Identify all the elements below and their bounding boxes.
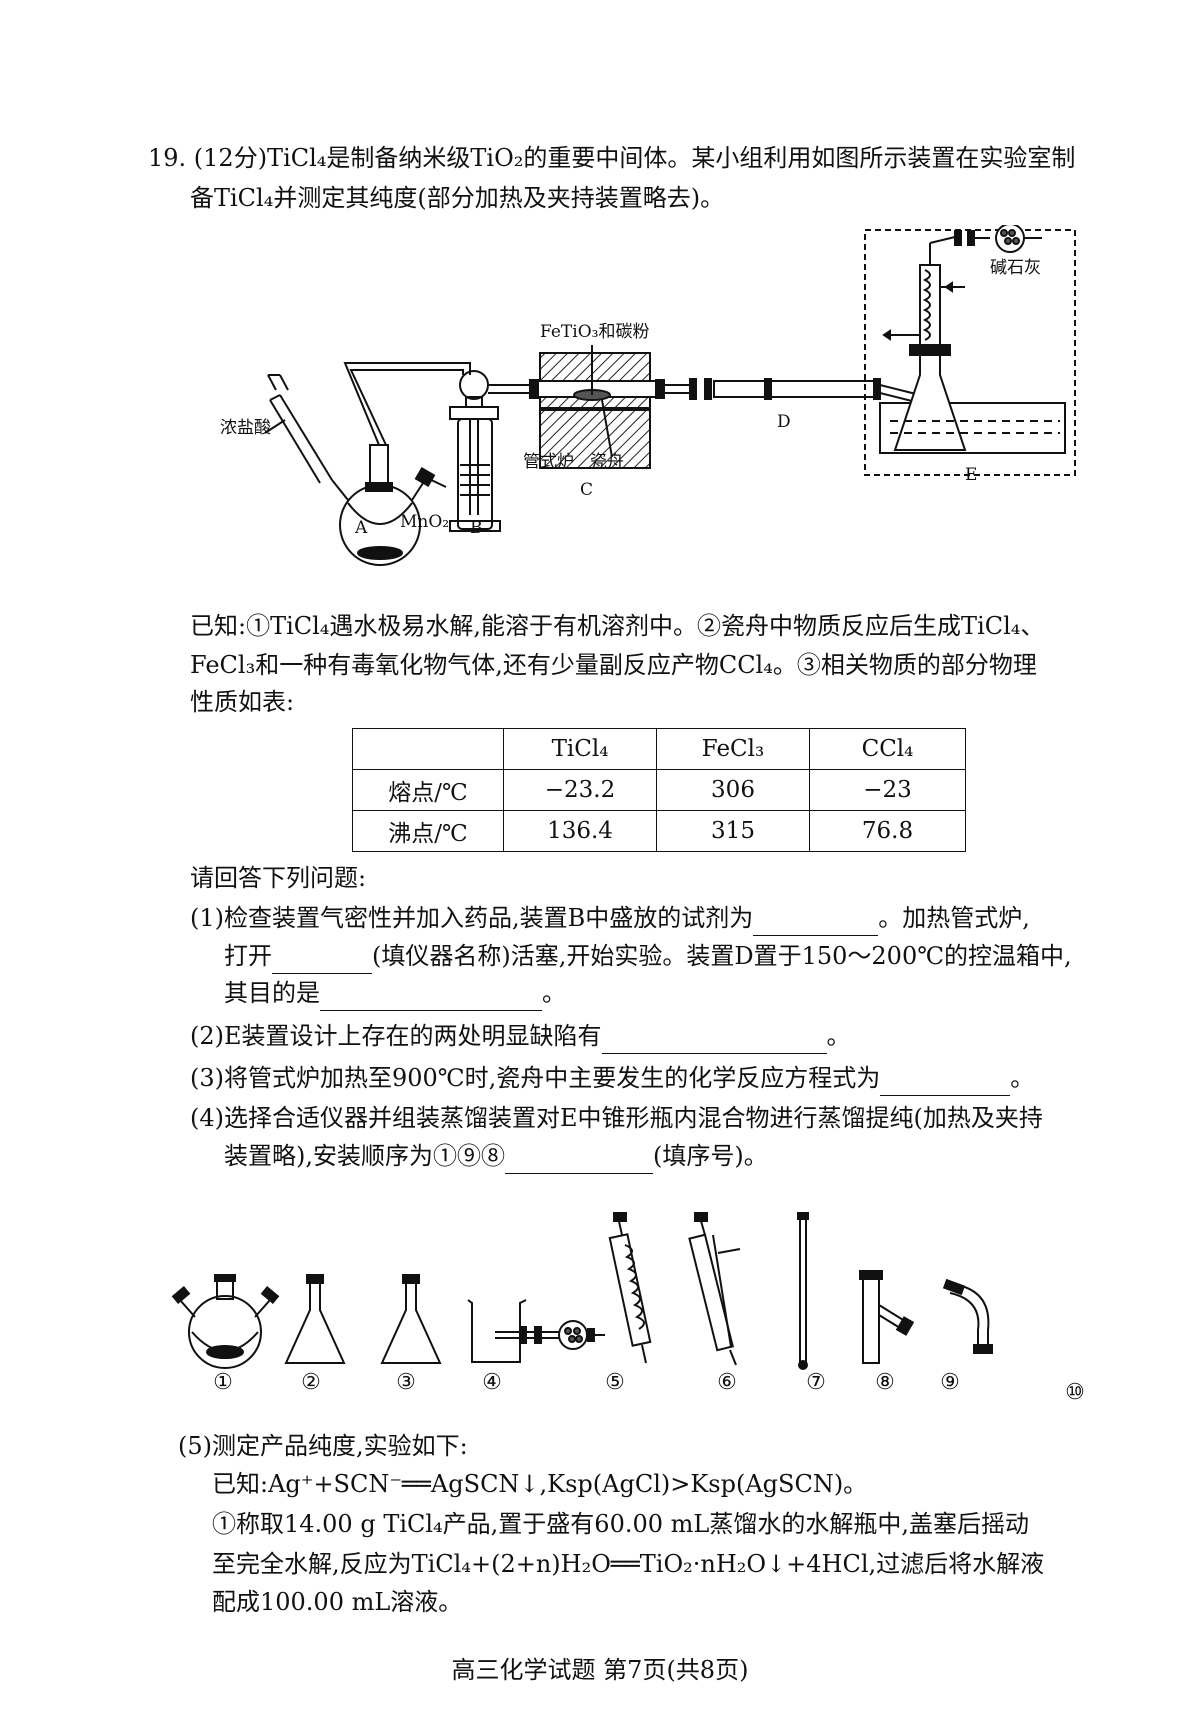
q3-text-b: 。 [1010, 1064, 1035, 1092]
questions-intro: 请回答下列问题: [190, 864, 367, 892]
q4-line1: (4)选择合适仪器并组装蒸馏装置对E中锥形瓶内混合物进行蒸馏提纯(加热及夹持 [190, 1104, 1043, 1132]
apparatus-diagram: 浓盐酸 MnO₂ A B FeTiO₃和碳粉 管式炉 瓷舟 C D 碱石灰 E [220, 225, 1076, 566]
label-b: B [470, 518, 483, 538]
q2-line: (2)E装置设计上存在的两处明显缺陷有 。 [190, 1018, 851, 1054]
instrument-number: ⑧ [875, 1370, 895, 1395]
instrument-number: ⑥ [717, 1370, 737, 1395]
table-header-cell: CCl₄ [809, 728, 966, 770]
q1-text-a: (1)检查装置气密性并加入药品,装置B中盛放的试剂为 [190, 904, 754, 932]
instrument-number: ③ [396, 1370, 416, 1395]
q1-text-f: 。 [542, 979, 566, 1007]
q1-line3: 其目的是 。 [224, 975, 566, 1011]
answer-blank [601, 1027, 827, 1054]
instrument-number: ⑤ [605, 1370, 625, 1395]
table-row: 熔点/℃ −23.2 306 −23 [352, 769, 966, 811]
q1-line1: (1)检查装置气密性并加入药品,装置B中盛放的试剂为 。加热管式炉, [190, 900, 1030, 936]
label-d: D [777, 412, 791, 432]
coil-condenser-icon [608, 1212, 652, 1364]
conical-flask-icon [380, 1274, 442, 1364]
q4-text-b: 装置略),安装顺序为①⑨⑧ [224, 1142, 505, 1170]
q2-text-a: (2)E装置设计上存在的两处明显缺陷有 [190, 1022, 602, 1050]
bottle-b-icon [449, 370, 538, 532]
q19-line1: 19. (12分)TiCl₄是制备纳米级TiO₂的重要中间体。某小组利用如图所示… [148, 144, 1076, 172]
straight-condenser-icon [688, 1212, 741, 1366]
instrument-number: ④ [482, 1370, 502, 1395]
q3-line: (3)将管式炉加热至900℃时,瓷舟中主要发生的化学反应方程式为 。 [190, 1060, 1034, 1096]
q3-text-a: (3)将管式炉加热至900℃时,瓷舟中主要发生的化学反应方程式为 [190, 1064, 881, 1092]
q5-known: 已知:Ag⁺+SCN⁻══AgSCN↓,Ksp(AgCl)>Ksp(AgSCN)… [212, 1470, 868, 1498]
table-cell: 136.4 [503, 810, 657, 852]
table-row: 沸点/℃ 136.4 315 76.8 [352, 810, 966, 852]
collection-e-icon [864, 225, 1076, 476]
answer-blank [880, 1069, 1011, 1096]
q5-step1-line1: ①称取14.00 g TiCl₄产品,置于盛有60.00 mL蒸馏水的水解瓶中,… [212, 1510, 1029, 1538]
instruments-diagram [171, 1212, 993, 1370]
label-hcl: 浓盐酸 [220, 418, 271, 438]
instrument-number: ② [301, 1370, 321, 1395]
label-c: C [580, 480, 593, 500]
distillation-head-icon [859, 1270, 915, 1364]
tube-furnace-icon [529, 345, 665, 469]
label-e: E [965, 465, 977, 485]
known-line3: 性质如表: [190, 688, 295, 716]
answer-blank [272, 947, 372, 974]
known-line1: 已知:①TiCl₄遇水极易水解,能溶于有机溶剂中。②瓷舟中物质反应后生成TiCl… [190, 612, 1045, 640]
q19-line2: 备TiCl₄并测定其纯度(部分加热及夹持装置略去)。 [190, 184, 725, 212]
row-label: 熔点/℃ [352, 769, 504, 811]
instrument-number: ① [213, 1370, 233, 1395]
conical-flask-icon [284, 1274, 346, 1364]
beaker-icon [467, 1299, 527, 1363]
table-header-cell: FeCl₃ [656, 728, 810, 770]
q4-line2: 装置略),安装顺序为①⑨⑧ (填序号)。 [224, 1138, 768, 1174]
instrument-number: ⑦ [806, 1370, 826, 1395]
q2-text-b: 。 [826, 1022, 851, 1050]
answer-blank [753, 909, 879, 936]
label-furnace: 管式炉 [523, 452, 574, 472]
label-soda-lime: 碱石灰 [990, 258, 1041, 278]
table-header-cell: TiCl₄ [503, 728, 657, 770]
adapter-icon [942, 1278, 993, 1354]
table-header-row: TiCl₄ FeCl₃ CCl₄ [352, 728, 966, 770]
q1-text-c: 打开 [224, 942, 272, 970]
table-cell: 315 [656, 810, 810, 852]
tube-d-icon [664, 378, 921, 404]
three-neck-flask-icon [171, 1274, 280, 1369]
known-line2: FeCl₃和一种有毒氧化物气体,还有少量副反应产物CCl₄。③相关物质的部分物理 [190, 651, 1037, 679]
q5-step1-line2: 至完全水解,反应为TiCl₄+(2+n)H₂O══TiO₂·nH₂O↓+4HCl… [212, 1550, 1045, 1578]
row-label: 沸点/℃ [352, 810, 504, 852]
label-boat: 瓷舟 [590, 452, 624, 472]
q1-text-e: 其目的是 [224, 979, 320, 1007]
properties-table: TiCl₄ FeCl₃ CCl₄ 熔点/℃ −23.2 306 −23 沸点/℃… [352, 728, 966, 852]
table-cell: −23 [809, 769, 966, 811]
instrument-number: ⑨ [940, 1370, 960, 1395]
label-a: A [354, 518, 368, 538]
q1-line2: 打开 (填仪器名称)活塞,开始实验。装置D置于150～200℃的控温箱中, [224, 938, 1072, 974]
table-cell: 76.8 [809, 810, 966, 852]
table-cell: 306 [656, 769, 810, 811]
q5-step1-line3: 配成100.00 mL溶液。 [212, 1588, 463, 1616]
drying-tube-icon [495, 1320, 605, 1350]
table-cell: −23.2 [503, 769, 657, 811]
page-footer: 高三化学试题 第7页(共8页) [451, 1656, 749, 1684]
q1-text-b: 。加热管式炉, [878, 904, 1030, 932]
label-reactants: FeTiO₃和碳粉 [540, 322, 649, 342]
thermometer-icon [797, 1212, 809, 1370]
label-mno2: MnO₂ [400, 512, 449, 532]
table-header-cell [352, 728, 504, 770]
q5-title: (5)测定产品纯度,实验如下: [178, 1432, 468, 1460]
q4-text-c: (填序号)。 [653, 1142, 768, 1170]
flask-a-icon [264, 374, 447, 566]
instrument-number: ⑩ [1065, 1380, 1085, 1405]
answer-blank [320, 984, 542, 1011]
answer-blank [505, 1147, 653, 1174]
q1-text-d: (填仪器名称)活塞,开始实验。装置D置于150～200℃的控温箱中, [372, 942, 1072, 970]
